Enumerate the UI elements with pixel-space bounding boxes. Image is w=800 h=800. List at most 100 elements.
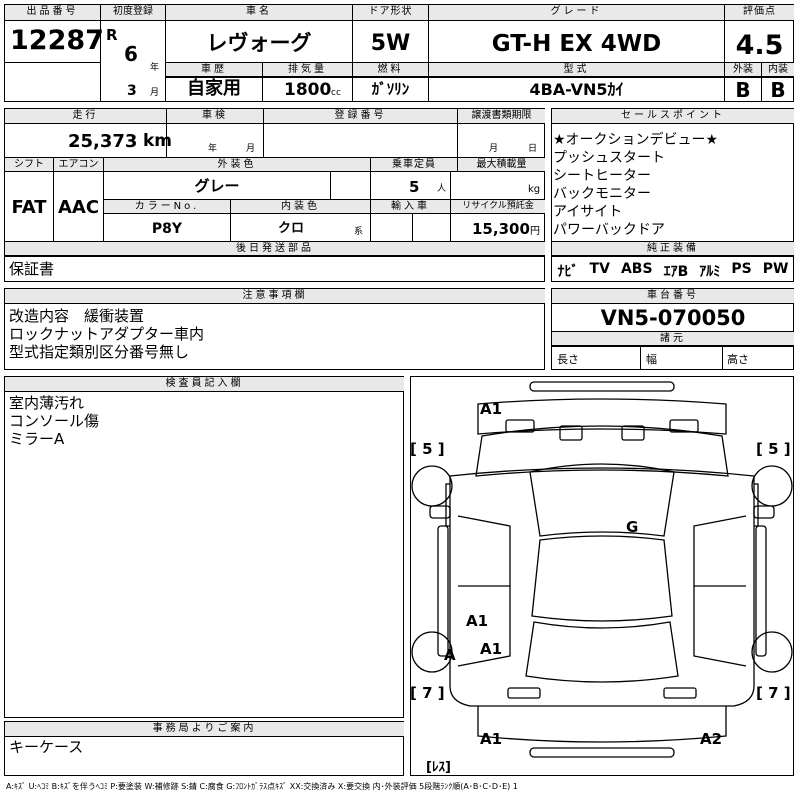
interior-color-unit: 系 xyxy=(354,227,364,237)
tail-light-right xyxy=(663,687,697,699)
height-label: 高さ xyxy=(727,353,749,366)
later-parts-label: 後日発送部品 xyxy=(5,242,545,256)
divider xyxy=(4,62,100,63)
divider xyxy=(551,331,794,332)
color-number-label: カラーNo. xyxy=(104,200,230,214)
history-label: 車歴 xyxy=(166,63,262,77)
sales-point-item: ★オークションデビュー★ xyxy=(553,132,719,148)
note-line: 型式指定類別区分番号無し xyxy=(9,343,190,361)
lot-number: 12287 xyxy=(10,25,104,56)
recycle-fee: 15,300 xyxy=(472,220,530,238)
mileage-label: 走行 xyxy=(5,109,166,124)
divider xyxy=(4,256,545,257)
mark-rear-a2: A2 xyxy=(700,730,722,748)
damage-legend: A:ｷｽﾞ U:ﾍｺﾐ B:ｷｽﾞを伴うﾍｺﾐ P:要塗装 W:補修跡 S:錆 … xyxy=(6,782,518,791)
divider xyxy=(457,108,458,157)
divider xyxy=(330,172,331,199)
chassis-number: VN5-070050 xyxy=(600,306,746,330)
sales-point-list: ★オークションデビュー★ プッシュスタート シートヒーター バックモニター アイ… xyxy=(553,131,718,239)
headlight-right xyxy=(669,419,699,433)
mark-wheel-a1: A1 xyxy=(480,640,502,658)
mark-tread-rr: [ 7 ] xyxy=(756,684,791,702)
divider xyxy=(165,62,794,63)
width-label: 幅 xyxy=(646,353,657,366)
inspector-notes: 室内薄汚れ コンソール傷 ミラーA xyxy=(9,394,99,448)
mark-tread-fr: [ 5 ] xyxy=(756,440,791,458)
sales-point-item: アイサイト xyxy=(553,204,623,220)
later-parts: 保証書 xyxy=(9,260,55,278)
equipment-item: ABS xyxy=(620,261,653,277)
divider xyxy=(724,4,725,102)
notes-list: 改造内容 緩衝装置 ロックナットアダプター車内 型式指定類別区分番号無し xyxy=(9,307,204,361)
divider xyxy=(428,4,429,62)
hood-outline xyxy=(475,425,729,477)
score: 4.5 xyxy=(735,30,784,61)
divider xyxy=(165,62,166,102)
grade: GT-H EX 4WD xyxy=(491,31,662,57)
car-name: レヴォーグ xyxy=(206,31,312,55)
aircon-label: エアコン xyxy=(54,158,103,172)
displacement: 1800 xyxy=(284,80,332,100)
recycle-fee-unit: 円 xyxy=(530,226,540,237)
divider xyxy=(640,346,641,370)
mark-tread-rl: [ 7 ] xyxy=(410,684,445,702)
mileage-unit: km xyxy=(143,131,173,151)
divider xyxy=(722,346,723,370)
inspector-label: 検査員記入欄 xyxy=(5,377,404,392)
divider xyxy=(103,199,545,200)
name-label: 車名 xyxy=(166,5,352,21)
transfer-month-unit: 月 xyxy=(489,144,499,154)
headlight-left xyxy=(505,419,535,433)
body-outline xyxy=(449,467,755,707)
front-bumper-outline xyxy=(477,398,727,435)
divider xyxy=(165,77,794,78)
inspector-note: ミラーA xyxy=(9,430,65,448)
divider xyxy=(370,157,371,241)
aircon: AAC xyxy=(57,197,100,218)
shift: FAT xyxy=(11,197,47,218)
inspector-note: コンソール傷 xyxy=(9,412,100,430)
model-label: 型式 xyxy=(429,63,724,77)
divider xyxy=(428,62,429,102)
chassis-label: 車台番号 xyxy=(552,289,794,304)
max-load-unit: kg xyxy=(528,184,541,195)
grade-label: グレード xyxy=(429,5,724,21)
import-label: 輸入車 xyxy=(371,200,450,214)
transfer-day-unit: 日 xyxy=(528,144,538,154)
exterior-label: 外装 xyxy=(725,63,761,77)
interior-label: 内装 xyxy=(762,63,794,77)
mirror-left xyxy=(429,505,451,519)
inspection-year-unit: 年 xyxy=(208,144,218,154)
reg-month-unit: 月 xyxy=(150,88,160,98)
equipment-list: ﾅﾋﾞ TV ABS ｴｱB ｱﾙﾐ PS PW xyxy=(552,261,794,281)
car-diagram: A1 [ 5 ] [ 5 ] G A1 A A1 [ 7 ] [ 7 ] A1 … xyxy=(410,381,793,775)
inspector-box xyxy=(4,376,404,718)
divider xyxy=(450,172,451,199)
shift-label: シフト xyxy=(5,158,53,172)
mark-spare: [ﾚｽ] xyxy=(426,760,451,775)
grille-right xyxy=(621,425,645,441)
inspection-label: 車検 xyxy=(167,109,263,124)
equipment-item: ﾅﾋﾞ xyxy=(557,264,579,280)
interior-color-label: 内装色 xyxy=(231,200,370,214)
history: 自家用 xyxy=(187,78,241,99)
front-bumper xyxy=(529,381,675,392)
mark-rear-a1: A1 xyxy=(480,730,502,748)
divider xyxy=(450,199,451,241)
max-load-label: 最大積載量 xyxy=(458,158,545,172)
office-note: キーケース xyxy=(9,738,84,756)
color-label: 外装色 xyxy=(104,158,370,172)
model-code: 4BA-VN5ｶｲ xyxy=(529,80,624,99)
chassis-box xyxy=(551,288,794,370)
spec-label: 諸元 xyxy=(552,332,794,346)
wheel-front-left xyxy=(411,465,453,507)
divider xyxy=(166,108,167,157)
rear-bumper xyxy=(477,706,727,743)
office-label: 事務局よりご案内 xyxy=(5,722,404,737)
divider xyxy=(551,346,794,347)
capacity-label: 乗車定員 xyxy=(371,158,457,172)
length-label: 長さ xyxy=(557,353,579,366)
divider xyxy=(551,256,794,257)
office-box xyxy=(4,721,404,776)
grille-left xyxy=(559,425,583,441)
